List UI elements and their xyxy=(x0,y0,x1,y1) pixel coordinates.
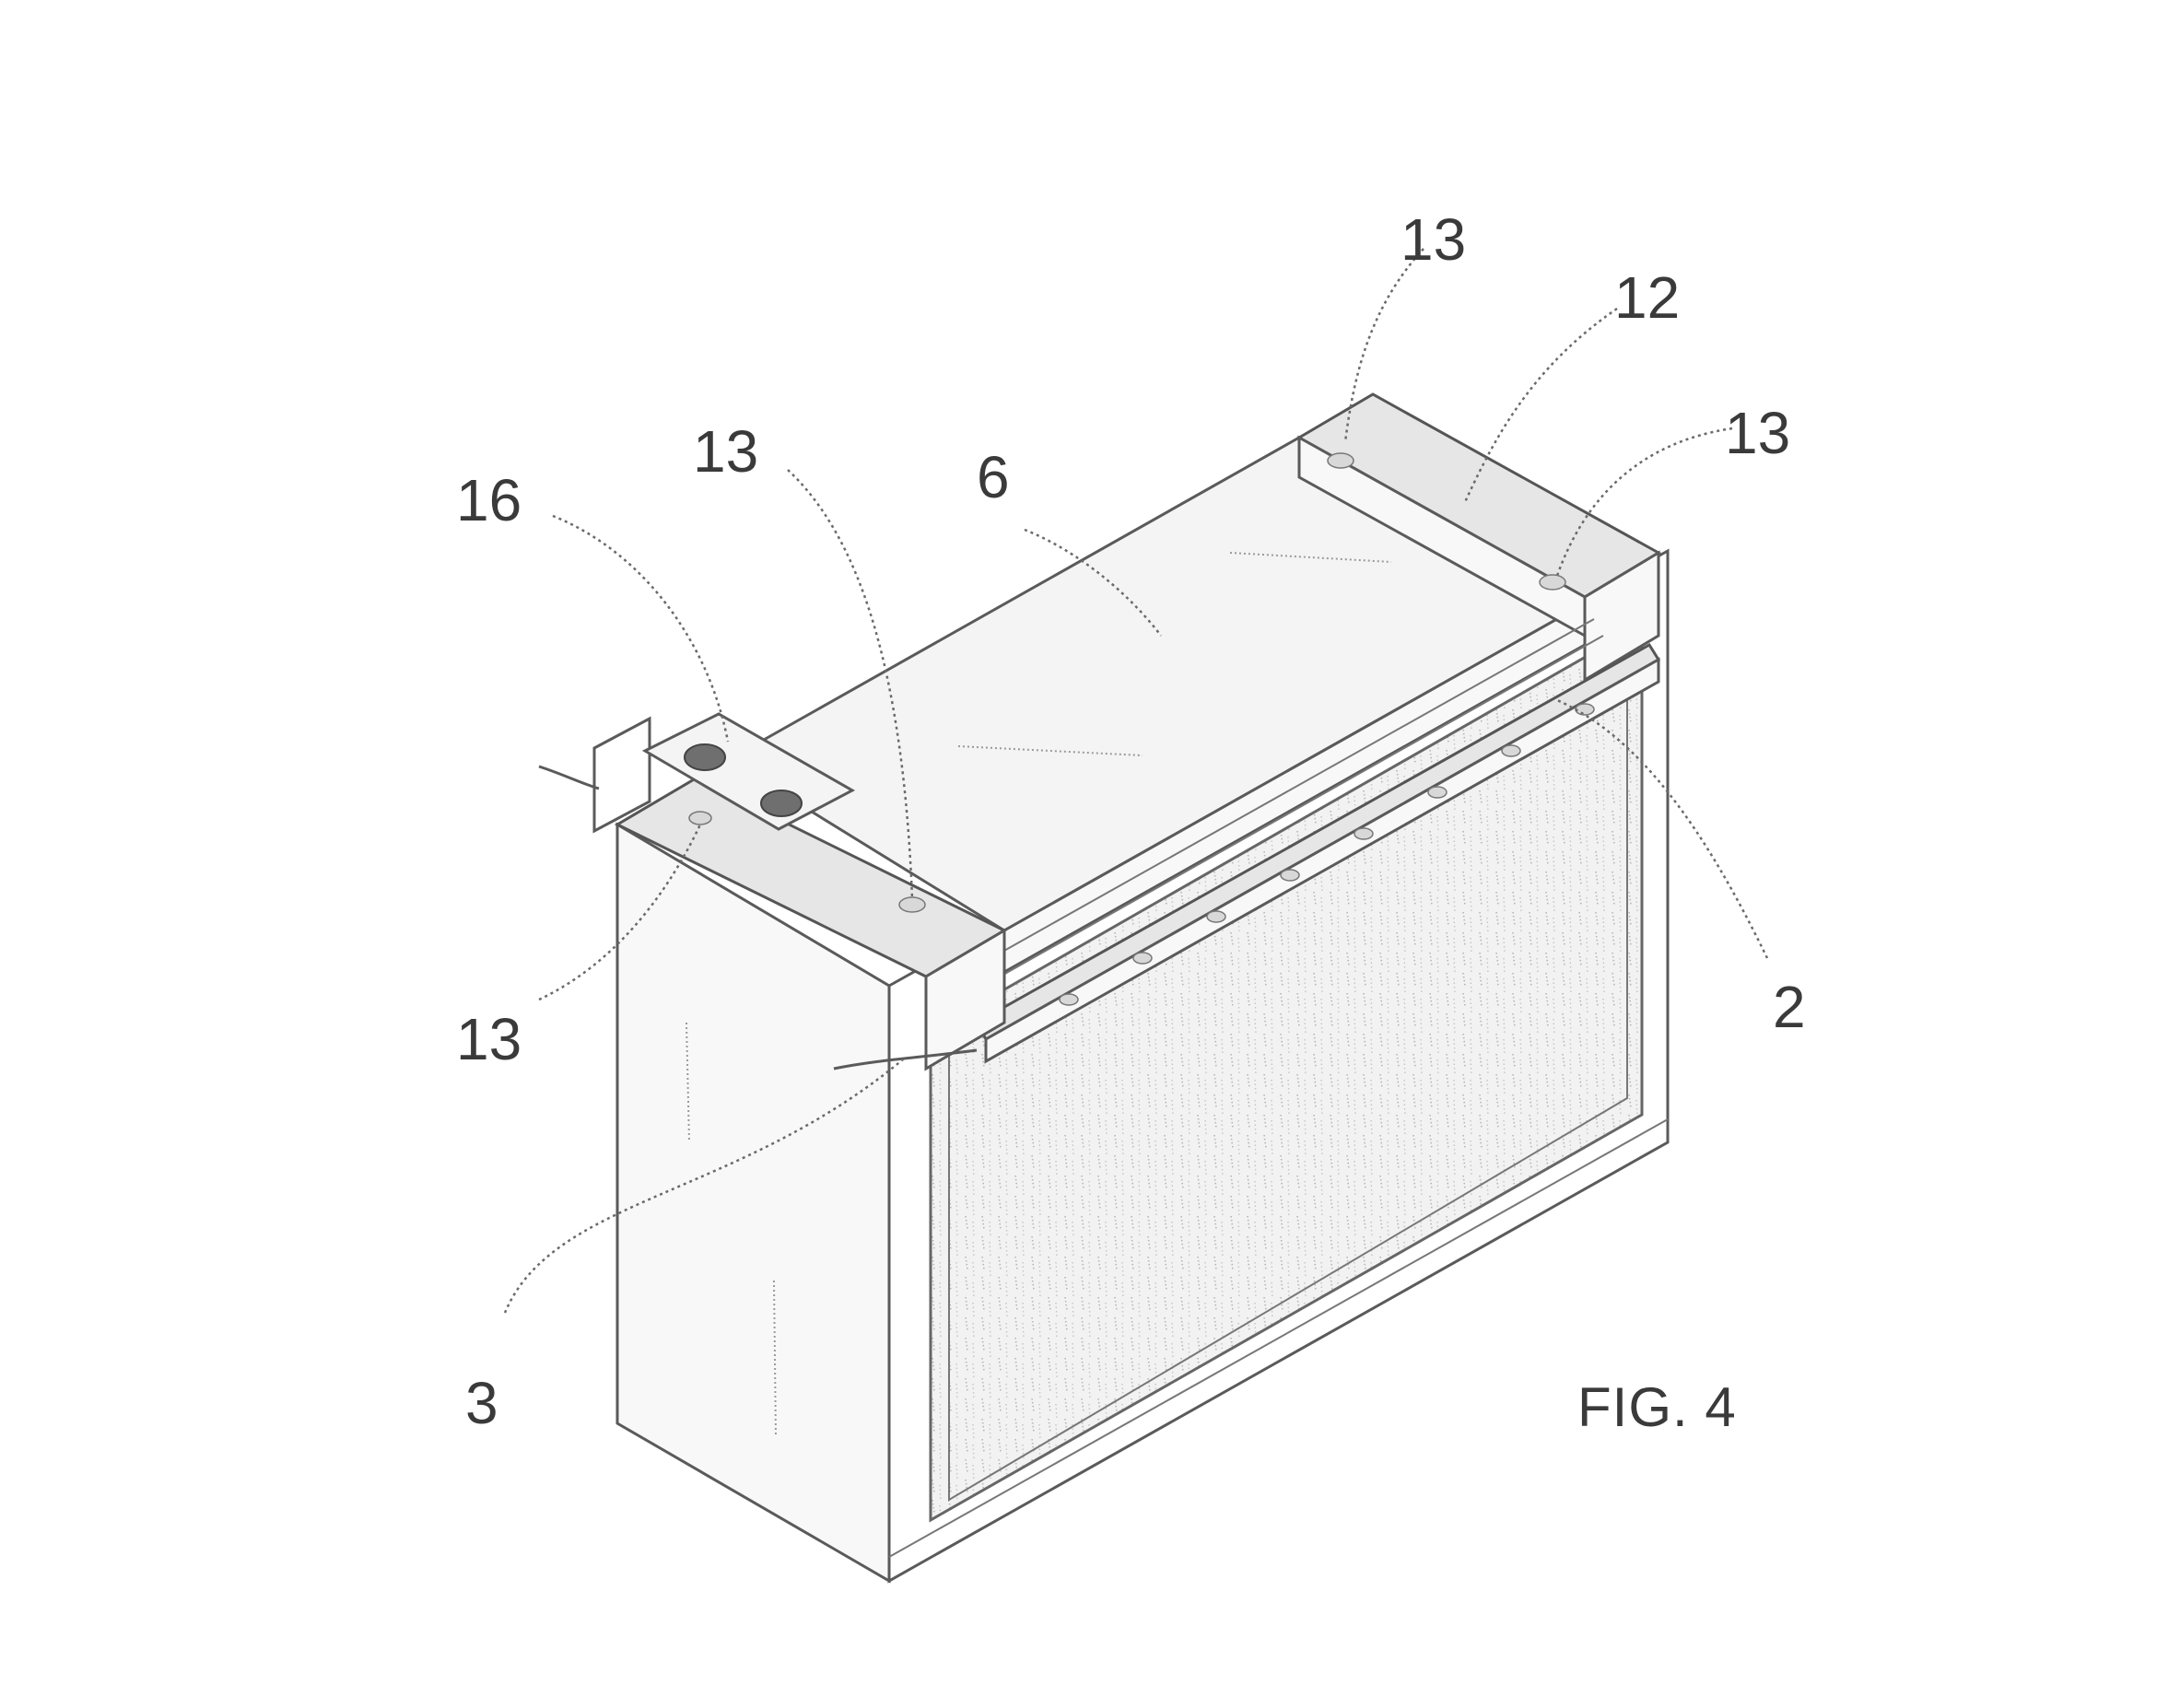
electrode-panel xyxy=(929,622,1644,1523)
reference-numerals: 13 12 13 13 6 16 13 2 3 xyxy=(456,206,1806,1436)
fastener-13-top xyxy=(1327,452,1354,469)
leader-16 xyxy=(552,514,730,743)
battery-housing xyxy=(615,548,1670,1584)
bracket-right-side xyxy=(1297,435,1587,638)
left-face-mark-2 xyxy=(773,1280,777,1438)
fastener-13-center xyxy=(898,896,926,913)
leader-13-right xyxy=(1555,427,1733,577)
leader-6 xyxy=(1024,528,1162,637)
label-12: 12 xyxy=(1614,264,1680,331)
label-2: 2 xyxy=(1773,974,1806,1040)
rail-bead xyxy=(1501,744,1521,757)
rail-front xyxy=(984,657,1660,1064)
leader-13-left xyxy=(538,824,702,1001)
label-6: 6 xyxy=(977,444,1010,510)
rail-bead xyxy=(1575,703,1595,716)
leader-lines xyxy=(503,248,1769,1314)
bracket-right-front xyxy=(1583,550,1660,683)
rail-upper-groove xyxy=(957,618,1595,977)
label-13-top: 13 xyxy=(1401,206,1466,273)
rail-lower-groove xyxy=(967,635,1604,996)
leader-13-top xyxy=(1343,248,1424,443)
lid-shading-2 xyxy=(957,745,1143,756)
rail-bead xyxy=(1206,910,1226,923)
bracket-left-lug xyxy=(592,716,651,834)
left-face-mark-1 xyxy=(686,1022,690,1143)
leader-13-center xyxy=(787,469,914,899)
rail-bead xyxy=(1280,869,1300,882)
label-13-left: 13 xyxy=(456,1006,522,1072)
rail-beads xyxy=(1059,703,1595,1006)
terminal-bolt-2 xyxy=(760,790,803,817)
fastener-13-left xyxy=(688,811,712,825)
label-16: 16 xyxy=(456,467,522,533)
rail-bead xyxy=(1354,827,1374,840)
label-13-right: 13 xyxy=(1725,400,1790,466)
bracket-left-front xyxy=(924,928,1006,1071)
leader-12 xyxy=(1463,307,1618,503)
terminal-bolt-1 xyxy=(684,743,726,771)
lid-shading-1 xyxy=(1229,552,1392,563)
strap-3 xyxy=(833,1048,978,1070)
label-3: 3 xyxy=(465,1370,498,1436)
figure-caption: FIG. 4 xyxy=(1577,1376,1737,1438)
front-bottom-rim xyxy=(888,1118,1669,1558)
fastener-13-right xyxy=(1539,574,1566,591)
label-13-center: 13 xyxy=(693,418,758,485)
rail-bead xyxy=(1427,786,1447,799)
rail-bead xyxy=(1132,952,1153,965)
end-bracket-right xyxy=(1295,392,1662,683)
rail-bead xyxy=(1059,993,1079,1006)
end-bracket-left xyxy=(538,712,1008,1071)
terminal-cable xyxy=(538,765,600,790)
